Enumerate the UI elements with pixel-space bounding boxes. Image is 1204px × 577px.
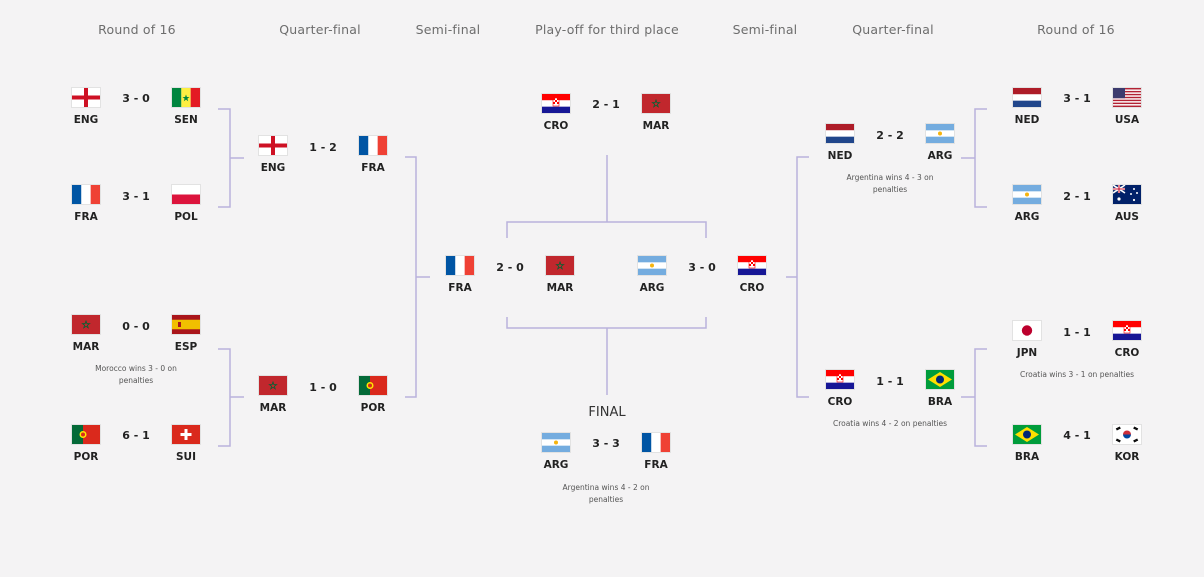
header-round-of-16-right: Round of 16 [1037, 22, 1115, 37]
match-score: 4 - 1 [1063, 429, 1091, 442]
team-code-away: POL [174, 211, 198, 223]
england-flag-icon [72, 88, 100, 107]
team-code-home: FRA [448, 282, 472, 294]
match-score: 3 - 1 [1063, 92, 1091, 105]
header-quarter-final-right: Quarter-final [852, 22, 934, 37]
argentina-flag-icon [926, 124, 954, 143]
team-code-away: CRO [1114, 347, 1140, 359]
netherlands-flag-icon [826, 124, 854, 143]
match-score: 1 - 0 [309, 381, 337, 394]
team-code-home: ENG [260, 162, 286, 174]
team-code-away: AUS [1115, 211, 1139, 223]
team-code-home: ENG [73, 114, 99, 126]
team-code-away: MAR [642, 120, 670, 132]
croatia-flag-icon [1113, 321, 1141, 340]
match-score: 3 - 0 [688, 261, 716, 274]
france-flag-icon [642, 433, 670, 452]
team-code-home: POR [73, 451, 99, 463]
penalty-note: Morocco wins 3 - 0 on penalties [95, 364, 177, 385]
morocco-flag-icon [546, 256, 574, 275]
match-score: 2 - 1 [1063, 190, 1091, 203]
header-third-place: Play-off for third place [535, 22, 679, 37]
portugal-flag-icon [359, 376, 387, 395]
south-korea-flag-icon [1113, 425, 1141, 444]
match-score: 2 - 1 [592, 98, 620, 111]
penalty-note: Croatia wins 3 - 1 on penalties [1019, 370, 1135, 379]
team-code-away: SUI [176, 451, 196, 463]
brazil-flag-icon [1013, 425, 1041, 444]
netherlands-flag-icon [1013, 88, 1041, 107]
team-code-home: NED [1014, 114, 1040, 126]
match-score: 3 - 3 [592, 437, 620, 450]
team-code-home: JPN [1016, 347, 1038, 359]
match-score: 1 - 1 [876, 375, 904, 388]
match-score: 1 - 1 [1063, 326, 1091, 339]
team-code-home: ARG [1014, 211, 1040, 223]
team-code-home: CRO [543, 120, 569, 132]
match-score: 2 - 0 [496, 261, 524, 274]
team-code-home: ARG [543, 459, 569, 471]
portugal-flag-icon [72, 425, 100, 444]
japan-flag-icon [1013, 321, 1041, 340]
match-score: 1 - 2 [309, 141, 337, 154]
penalty-note: Croatia wins 4 - 2 on penalties [832, 419, 948, 428]
match-score: 6 - 1 [122, 429, 150, 442]
argentina-flag-icon [638, 256, 666, 275]
england-flag-icon [259, 136, 287, 155]
argentina-flag-icon [1013, 185, 1041, 204]
france-flag-icon [359, 136, 387, 155]
header-semi-final-left: Semi-final [415, 22, 481, 37]
argentina-flag-icon [542, 433, 570, 452]
penalty-note: Argentina wins 4 - 2 on penalties [562, 483, 650, 504]
team-code-home: MAR [259, 402, 287, 414]
usa-flag-icon [1113, 88, 1141, 107]
header-semi-final-right: Semi-final [732, 22, 798, 37]
team-code-away: USA [1114, 114, 1140, 126]
spain-flag-icon [172, 315, 200, 334]
senegal-flag-icon [172, 88, 200, 107]
match-score: 0 - 0 [122, 320, 150, 333]
france-flag-icon [446, 256, 474, 275]
team-code-away: ARG [927, 150, 953, 162]
poland-flag-icon [172, 185, 200, 204]
switzerland-flag-icon [172, 425, 200, 444]
header-round-of-16-left: Round of 16 [98, 22, 176, 37]
croatia-flag-icon [826, 370, 854, 389]
team-code-away: BRA [927, 396, 953, 408]
header-quarter-final-left: Quarter-final [279, 22, 361, 37]
team-code-away: ESP [174, 341, 198, 353]
morocco-flag-icon [72, 315, 100, 334]
team-code-home: CRO [827, 396, 853, 408]
match-score: 3 - 1 [122, 190, 150, 203]
team-code-home: ARG [639, 282, 665, 294]
match-score: 3 - 0 [122, 92, 150, 105]
match-score: 2 - 2 [876, 129, 904, 142]
team-code-home: BRA [1014, 451, 1040, 463]
team-code-away: CRO [739, 282, 765, 294]
penalty-note: Argentina wins 4 - 3 on penalties [846, 173, 934, 194]
team-code-away: SEN [174, 114, 198, 126]
team-code-away: MAR [546, 282, 574, 294]
croatia-flag-icon [738, 256, 766, 275]
france-flag-icon [72, 185, 100, 204]
croatia-flag-icon [542, 94, 570, 113]
morocco-flag-icon [642, 94, 670, 113]
final-title: FINAL [588, 405, 626, 420]
team-code-home: FRA [74, 211, 98, 223]
morocco-flag-icon [259, 376, 287, 395]
team-code-home: NED [827, 150, 853, 162]
team-code-away: FRA [361, 162, 385, 174]
team-code-away: KOR [1114, 451, 1140, 463]
team-code-away: POR [360, 402, 386, 414]
team-code-home: MAR [72, 341, 100, 353]
australia-flag-icon [1113, 185, 1141, 204]
team-code-away: FRA [644, 459, 668, 471]
brazil-flag-icon [926, 370, 954, 389]
